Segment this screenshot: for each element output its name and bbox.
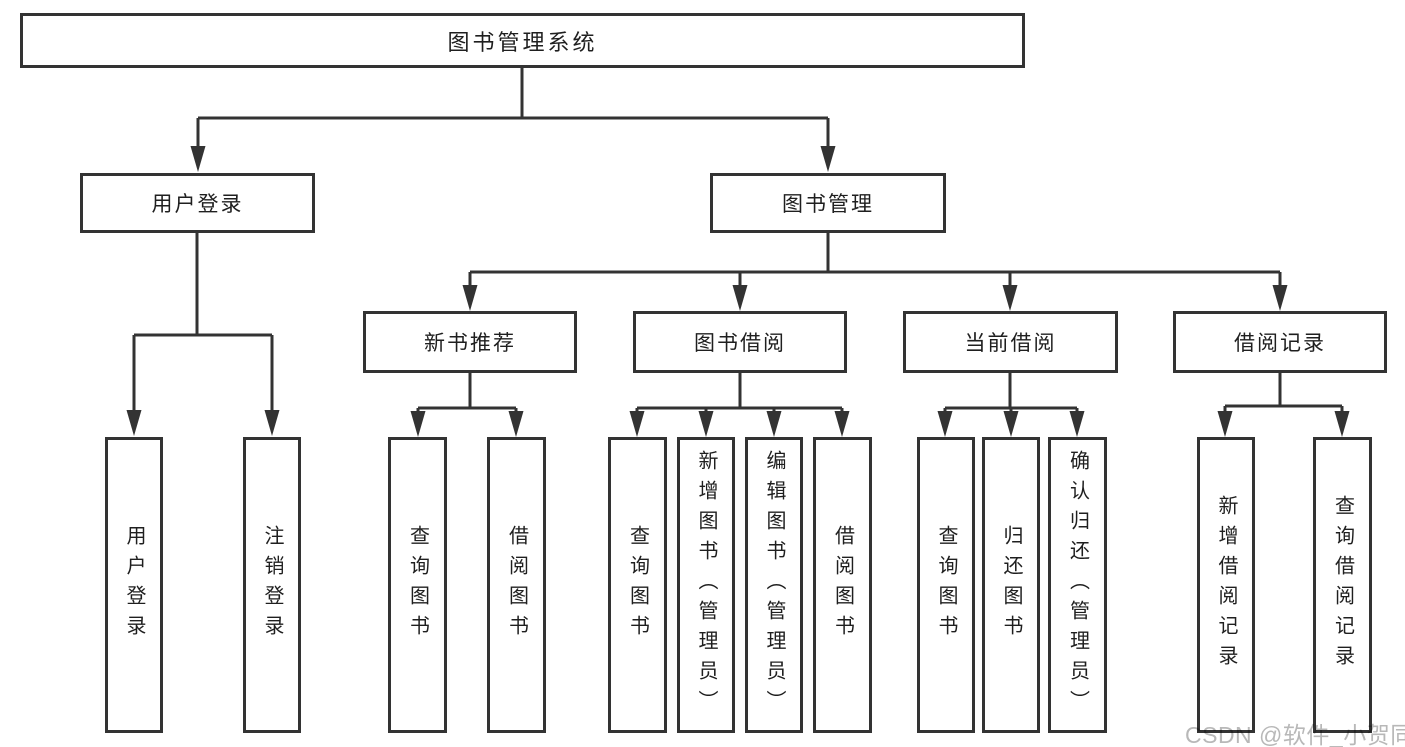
- leaf-return-books: 归还图书: [982, 437, 1040, 733]
- leaf-borrow-books-recommend: 借阅图书: [487, 437, 546, 733]
- leaf-query-books-current: 查询图书: [917, 437, 975, 733]
- leaf-borrow-books-label: 借阅图书: [831, 525, 854, 645]
- leaf-add-books-admin-label: 新增图书（管理员）: [695, 450, 717, 720]
- node-user-login: 用户登录: [80, 173, 315, 233]
- node-new-book-recommend: 新书推荐: [363, 311, 577, 373]
- leaf-edit-books-admin: 编辑图书（管理员）: [745, 437, 803, 733]
- leaf-add-borrow-record-label: 新增借阅记录: [1215, 495, 1237, 675]
- leaf-query-books-borrow-label: 查询图书: [626, 525, 649, 645]
- leaf-confirm-return-admin-label: 确认归还（管理员）: [1066, 450, 1089, 720]
- leaf-borrow-books-recommend-label: 借阅图书: [505, 525, 528, 645]
- leaf-borrow-books: 借阅图书: [813, 437, 872, 733]
- csdn-watermark: CSDN @软件_小贺同学: [1185, 722, 1405, 747]
- leaf-query-books-current-label: 查询图书: [935, 525, 957, 645]
- node-book-management: 图书管理: [710, 173, 946, 233]
- node-borrow-records: 借阅记录: [1173, 311, 1387, 373]
- node-library-system: 图书管理系统: [20, 13, 1025, 68]
- node-current-borrow: 当前借阅: [903, 311, 1118, 373]
- leaf-user-login: 用户登录: [105, 437, 163, 733]
- leaf-logout-label: 注销登录: [261, 525, 283, 645]
- leaf-query-borrow-record-label: 查询借阅记录: [1331, 495, 1354, 675]
- leaf-query-books-borrow: 查询图书: [608, 437, 667, 733]
- leaf-user-login-label: 用户登录: [123, 525, 145, 645]
- leaf-add-books-admin: 新增图书（管理员）: [677, 437, 735, 733]
- leaf-return-books-label: 归还图书: [1000, 525, 1022, 645]
- leaf-edit-books-admin-label: 编辑图书（管理员）: [763, 450, 785, 720]
- leaf-query-borrow-record: 查询借阅记录: [1313, 437, 1372, 733]
- leaf-confirm-return-admin: 确认归还（管理员）: [1048, 437, 1107, 733]
- leaf-query-books-recommend-label: 查询图书: [406, 525, 429, 645]
- leaf-add-borrow-record: 新增借阅记录: [1197, 437, 1255, 733]
- node-book-borrow: 图书借阅: [633, 311, 847, 373]
- leaf-query-books-recommend: 查询图书: [388, 437, 447, 733]
- leaf-logout: 注销登录: [243, 437, 301, 733]
